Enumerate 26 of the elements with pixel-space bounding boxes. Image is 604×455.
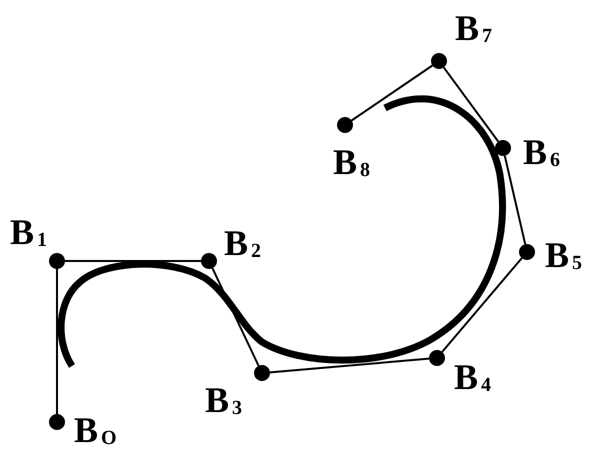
point-label: B$_{6}$ bbox=[523, 134, 560, 174]
polygon-edge bbox=[56, 269, 58, 414]
point-label: B$_{O}$ bbox=[74, 412, 117, 452]
polygon-edge bbox=[351, 64, 433, 122]
control-point bbox=[254, 365, 270, 381]
control-point bbox=[429, 350, 445, 366]
polygon-edge bbox=[441, 257, 523, 353]
control-point bbox=[431, 53, 447, 69]
control-point bbox=[49, 253, 65, 269]
polygon-edge bbox=[65, 260, 201, 262]
control-point bbox=[495, 140, 511, 156]
polygon-edge bbox=[212, 268, 260, 366]
polygon-edge bbox=[442, 66, 500, 142]
polygon-edge bbox=[504, 156, 526, 244]
point-label: B$_{3}$ bbox=[205, 382, 242, 422]
control-point bbox=[201, 253, 217, 269]
point-label: B$_{1}$ bbox=[10, 214, 48, 254]
point-label: B$_{7}$ bbox=[455, 10, 492, 50]
point-label: B$_{5}$ bbox=[545, 237, 582, 277]
point-label: B$_{8}$ bbox=[333, 144, 370, 184]
control-point bbox=[337, 117, 353, 133]
control-point bbox=[49, 414, 65, 430]
polygon-edge bbox=[270, 358, 430, 374]
point-label: B$_{2}$ bbox=[224, 225, 262, 265]
point-label: B$_{4}$ bbox=[454, 359, 492, 399]
control-point bbox=[519, 244, 535, 260]
